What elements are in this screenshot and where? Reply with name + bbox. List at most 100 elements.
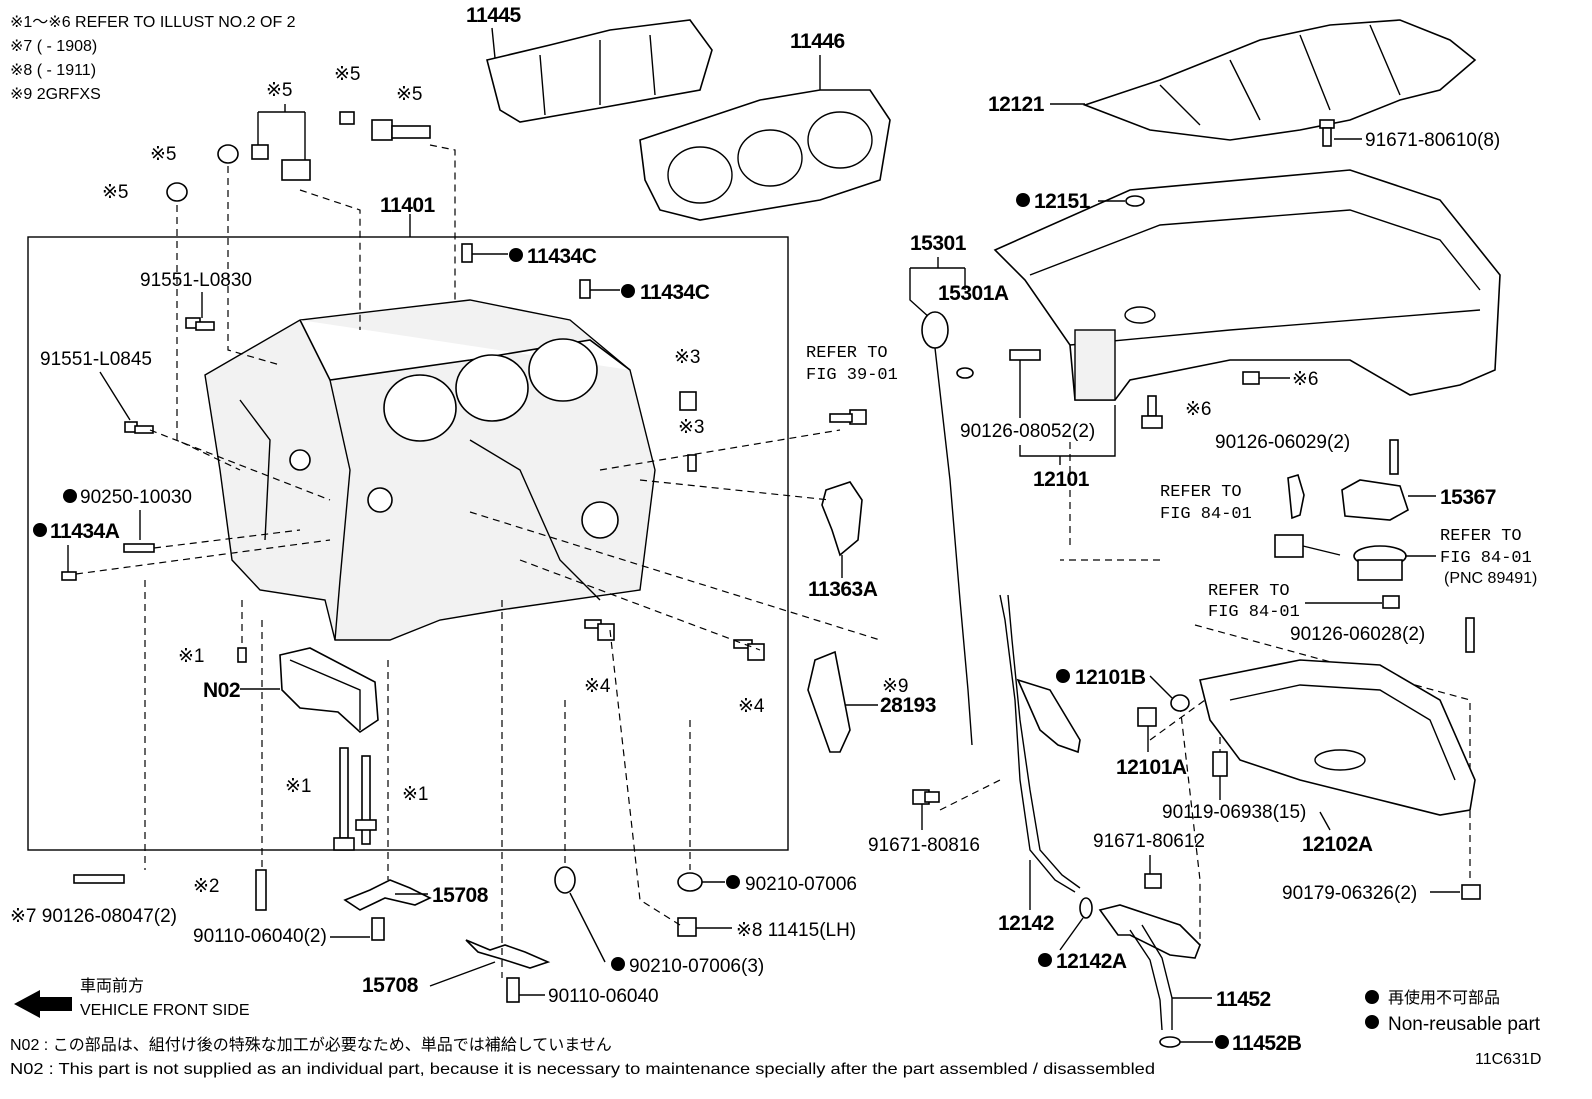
oring-15301A[interactable] <box>956 367 974 379</box>
refer-84b-line1: REFER TO <box>1440 527 1522 546</box>
label-12121: 12121 <box>988 93 1045 116</box>
nonreusable-mark-90210-07006-3 <box>611 957 625 971</box>
pin-11434C-a[interactable] <box>461 243 473 263</box>
bolt-90110-06040[interactable] <box>506 977 520 1003</box>
part-11363A[interactable] <box>821 481 863 557</box>
bolt-x5-d[interactable] <box>339 111 355 125</box>
gasket-11452B[interactable] <box>1159 1036 1181 1048</box>
label-90119-06938: 90119-06938(15) <box>1162 802 1306 823</box>
nonreusable-mark-11434C-a <box>509 248 523 262</box>
label-11452: 11452 <box>1216 988 1271 1011</box>
bolt-91671-80610[interactable] <box>1319 119 1335 147</box>
label-11452B: 11452B <box>1232 1032 1302 1055</box>
part-11446[interactable] <box>639 55 891 221</box>
bolt-refer-39[interactable] <box>829 409 867 425</box>
bolt-91671-80612[interactable] <box>1144 873 1162 889</box>
label-11434C-b: 11434C <box>640 281 710 304</box>
label-90210-07006-3: 90210-07006(3) <box>629 956 764 977</box>
stud-90126-06028[interactable] <box>1465 617 1475 653</box>
label-91551-L0845: 91551-L0845 <box>40 349 152 370</box>
dowel-x3-a[interactable] <box>679 391 697 411</box>
label-x2: ※2 <box>193 876 220 897</box>
part-12102A[interactable] <box>1199 659 1476 816</box>
label-91551-L0830: 91551-L0830 <box>140 270 252 291</box>
part-11445[interactable] <box>486 19 713 123</box>
dowel-x3-b[interactable] <box>687 454 697 472</box>
label-90126-06028: 90126-06028(2) <box>1290 624 1425 645</box>
legend-dot-en <box>1365 1015 1379 1029</box>
washer-x5-b[interactable] <box>217 144 239 164</box>
part-15708-a[interactable] <box>343 879 432 911</box>
label-12101B: 12101B <box>1075 666 1146 689</box>
bolt-x1-b[interactable] <box>333 747 355 851</box>
part-11452[interactable] <box>1098 904 1201 1031</box>
oring-12142A[interactable] <box>1079 897 1093 919</box>
pin-11434A[interactable] <box>61 571 77 581</box>
stud-90126-08047[interactable] <box>73 874 125 884</box>
part-12142[interactable] <box>999 594 1081 893</box>
legend-jp: 再使用不可部品 <box>1388 989 1500 1007</box>
label-11363A: 11363A <box>808 578 878 601</box>
bolt-x4-b[interactable] <box>733 639 765 661</box>
stud-x2[interactable] <box>255 869 267 911</box>
plug-11415[interactable] <box>677 917 697 937</box>
notes: ※1～※6 REFER TO ILLUST NO.2 OF 2 ※7 ( - 1… <box>10 14 296 103</box>
sensor-x5-e[interactable] <box>371 119 431 141</box>
part-15708-b[interactable] <box>465 939 551 969</box>
bolt-x4-a[interactable] <box>584 619 615 641</box>
nonreusable-mark-11434A <box>33 523 47 537</box>
bolt-x6-b[interactable] <box>1141 395 1163 429</box>
bolt-90110-06040-2[interactable] <box>371 917 385 941</box>
cylinder-block[interactable] <box>204 299 656 641</box>
label-N02: N02 <box>203 679 240 702</box>
nut-x6-a[interactable] <box>1242 371 1260 385</box>
label-x4-b: ※4 <box>738 696 765 717</box>
label-x1-a: ※1 <box>178 646 205 667</box>
dowel-x1-a[interactable] <box>237 647 247 663</box>
refer-39-line1: REFER TO <box>806 344 888 363</box>
bolt-91671-80816[interactable] <box>912 789 940 805</box>
bolt-91551-L0845[interactable] <box>124 421 154 434</box>
oring-12151[interactable] <box>1125 195 1145 207</box>
sensor-x5-c[interactable] <box>251 144 311 181</box>
part-15367[interactable] <box>1341 479 1409 521</box>
note-line-1: ※1～※6 REFER TO ILLUST NO.2 OF 2 <box>10 14 296 31</box>
label-11401: 11401 <box>380 194 436 217</box>
label-90179-06326: 90179-06326(2) <box>1282 883 1417 904</box>
sensor-refer-84a[interactable] <box>1287 474 1305 520</box>
gasket-90210-07006-3[interactable] <box>554 866 576 894</box>
sensor-refer-84b[interactable] <box>1274 534 1407 581</box>
pin-90250-10030[interactable] <box>123 543 155 553</box>
label-90126-06029: 90126-06029(2) <box>1215 432 1350 453</box>
label-x3-b: ※3 <box>678 417 705 438</box>
refer-84b-line2: FIG 84-01 <box>1440 549 1532 568</box>
label-12142: 12142 <box>998 912 1054 935</box>
stud-90126-06029[interactable] <box>1389 439 1399 475</box>
pin-11434C-b[interactable] <box>579 279 591 299</box>
nut-90179-06326[interactable] <box>1461 884 1481 900</box>
label-12101A: 12101A <box>1116 756 1187 779</box>
bolt-91551-L0830[interactable] <box>185 317 215 331</box>
plug-12101A[interactable] <box>1137 707 1157 727</box>
nut-refer-84c[interactable] <box>1382 595 1400 609</box>
part-12101[interactable] <box>993 169 1501 401</box>
part-28193[interactable] <box>807 650 851 753</box>
bolt-x1-c[interactable] <box>355 755 377 845</box>
refer-84a-line1: REFER TO <box>1160 483 1242 502</box>
gasket-90210-07006[interactable] <box>677 872 703 892</box>
refer-39-line2: FIG 39-01 <box>806 366 898 385</box>
bolt-90119-06938[interactable] <box>1212 751 1228 777</box>
label-90210-07006: 90210-07006 <box>745 874 857 895</box>
front-arrow-icon <box>14 990 72 1018</box>
stud-90126-08052[interactable] <box>1009 349 1041 361</box>
part-15301[interactable] <box>921 311 973 746</box>
gasket-12101B[interactable] <box>1170 694 1190 712</box>
nonreusable-mark-12142A <box>1038 953 1052 967</box>
label-12102A: 12102A <box>1302 833 1373 856</box>
front-jp: 車両前方 <box>80 977 144 995</box>
part-N02[interactable] <box>279 647 379 734</box>
part-12121[interactable] <box>1050 19 1477 141</box>
nonreusable-mark-11452B <box>1215 1035 1229 1049</box>
washer-x5-a[interactable] <box>166 182 188 202</box>
